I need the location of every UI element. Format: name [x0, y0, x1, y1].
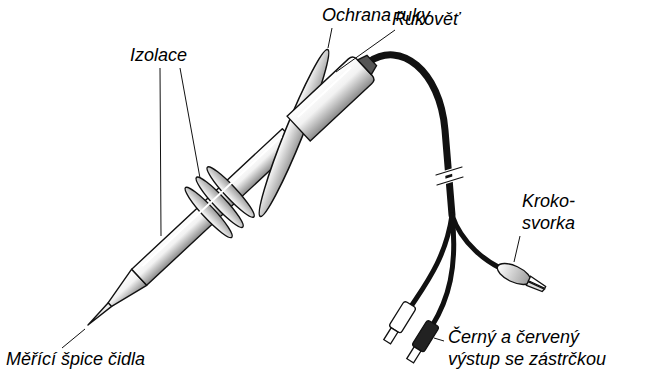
cable [369, 55, 500, 326]
crocodile-clip [494, 259, 548, 295]
plug-white [381, 301, 416, 346]
cable [369, 55, 452, 215]
insulated-shaft [132, 129, 298, 286]
clip-jaw [526, 282, 544, 293]
leader-line [514, 236, 520, 262]
plug-pin [384, 328, 398, 344]
leader-lines [62, 28, 520, 348]
leader-line [328, 28, 332, 48]
probe-body [65, 112, 313, 350]
highlight [140, 67, 353, 266]
part-label: Kroko- svorka [522, 190, 594, 234]
leader-line [160, 68, 161, 236]
leader-line [336, 30, 395, 72]
part-label: Izolace [130, 44, 187, 66]
cable-break [436, 167, 463, 185]
leader-line [434, 338, 444, 341]
hand-guard [252, 46, 336, 220]
handle-cap [358, 53, 379, 74]
part-label: Měřící špice čidla [6, 348, 145, 370]
leader-line [180, 68, 200, 178]
insulation-disc [203, 163, 258, 221]
wire [432, 215, 454, 326]
plug-pin [407, 347, 421, 363]
wire [452, 215, 500, 268]
plug-black [404, 320, 439, 365]
cable-break [436, 168, 463, 184]
part-label: Černý a červený výstup se zástrčkou [448, 326, 630, 370]
part-label: Rukověť [392, 8, 459, 30]
leader-line [62, 329, 85, 348]
probe-handle [135, 48, 383, 283]
measuring-tip [86, 303, 111, 327]
handle [287, 55, 376, 141]
